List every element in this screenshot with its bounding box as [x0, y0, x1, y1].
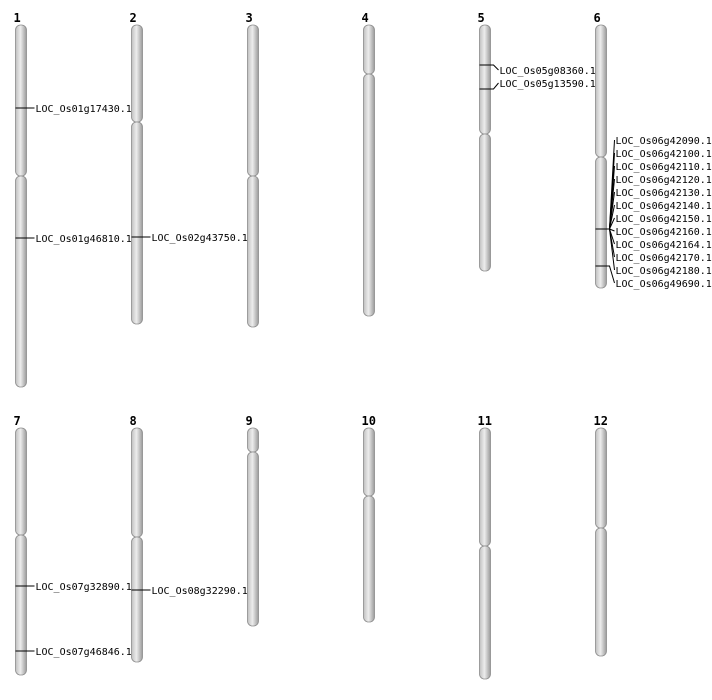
- gene-marker-loc-os02g43750-1: LOC_Os02g43750.1: [131, 233, 248, 244]
- gene-label: LOC_Os06g42180.1: [616, 266, 712, 277]
- gene-marker-loc-os08g32290-1: LOC_Os08g32290.1: [131, 586, 248, 597]
- chromosome-6: 6LOC_Os06g42090.1LOC_Os06g42100.1LOC_Os0…: [594, 11, 712, 290]
- chromosome-11-label: 11: [478, 414, 492, 428]
- chromosome-4-q-arm: [363, 73, 375, 317]
- chromosome-11-q-arm: [479, 545, 491, 680]
- gene-label: LOC_Os06g42170.1: [616, 253, 712, 264]
- gene-label: LOC_Os06g49690.1: [616, 279, 712, 290]
- chromosome-4: 4: [362, 11, 375, 317]
- chromosome-9: 9: [246, 414, 259, 627]
- chromosome-12-p-arm: [595, 427, 607, 529]
- gene-leader: [606, 265, 615, 284]
- chromosome-3: 3: [246, 11, 259, 328]
- gene-leader: [490, 82, 499, 90]
- chromosome-4-p-arm: [363, 24, 375, 75]
- chromosome-2-p-arm: [131, 24, 143, 123]
- chromosome-7-p-arm: [15, 427, 27, 536]
- chromosome-10: 10: [362, 414, 376, 623]
- gene-label: LOC_Os06g42160.1: [616, 227, 712, 238]
- chromosome-9-q-arm: [247, 451, 259, 627]
- chromosome-3-p-arm: [247, 24, 259, 177]
- chromosome-10-p-arm: [363, 427, 375, 497]
- gene-marker-loc-os06g42180-1: LOC_Os06g42180.1: [595, 228, 712, 277]
- chromosome-10-label: 10: [362, 414, 376, 428]
- gene-label: LOC_Os01g17430.1: [36, 104, 132, 115]
- chromosome-3-q-arm: [247, 175, 259, 328]
- gene-marker-loc-os01g17430-1: LOC_Os01g17430.1: [15, 104, 132, 115]
- chromosome-11-p-arm: [479, 427, 491, 547]
- chromosome-12-label: 12: [594, 414, 608, 428]
- gene-label: LOC_Os06g42130.1: [616, 188, 712, 199]
- chromosome-8-p-arm: [131, 427, 143, 538]
- chromosome-6-q-arm: [595, 156, 607, 289]
- chromosome-1-label: 1: [14, 11, 21, 25]
- chromosome-6-p-arm: [595, 24, 607, 158]
- gene-label: LOC_Os01g46810.1: [36, 234, 132, 245]
- chromosome-2-label: 2: [130, 11, 137, 25]
- gene-label: LOC_Os05g13590.1: [500, 79, 596, 90]
- gene-label: LOC_Os06g42100.1: [616, 149, 712, 160]
- gene-label: LOC_Os07g46846.1: [36, 647, 132, 658]
- chromosome-8-q-arm: [131, 536, 143, 663]
- gene-label: LOC_Os07g32890.1: [36, 582, 132, 593]
- gene-leader: [490, 64, 499, 71]
- chromosome-12: 12: [594, 414, 608, 657]
- chromosome-5-q-arm: [479, 133, 491, 272]
- gene-marker-loc-os05g13590-1: LOC_Os05g13590.1: [479, 79, 596, 90]
- chromosome-1-p-arm: [15, 24, 27, 177]
- chromosome-7-q-arm: [15, 534, 27, 676]
- chromosome-1-q-arm: [15, 175, 27, 388]
- chromosome-7-label: 7: [14, 414, 21, 428]
- gene-label: LOC_Os06g42140.1: [616, 201, 712, 212]
- chromosome-12-q-arm: [595, 527, 607, 657]
- gene-label: LOC_Os06g42120.1: [616, 175, 712, 186]
- gene-label: LOC_Os06g42150.1: [616, 214, 712, 225]
- gene-leader: [606, 228, 615, 271]
- gene-label: LOC_Os05g08360.1: [500, 66, 596, 77]
- gene-marker-loc-os07g46846-1: LOC_Os07g46846.1: [15, 647, 132, 658]
- chromosome-9-label: 9: [246, 414, 253, 428]
- gene-marker-loc-os06g42160-1: LOC_Os06g42160.1: [595, 227, 712, 238]
- chromosome-5-label: 5: [478, 11, 485, 25]
- chromosome-9-p-arm: [247, 427, 259, 453]
- gene-label: LOC_Os06g42090.1: [616, 136, 712, 147]
- gene-label: LOC_Os02g43750.1: [152, 233, 248, 244]
- chromosome-11: 11: [478, 414, 492, 680]
- chromosome-8-label: 8: [130, 414, 137, 428]
- chromosome-2-q-arm: [131, 121, 143, 325]
- gene-label: LOC_Os06g42110.1: [616, 162, 712, 173]
- chromosome-4-label: 4: [362, 11, 369, 25]
- chromosome-5-p-arm: [479, 24, 491, 135]
- chromosome-3-label: 3: [246, 11, 253, 25]
- gene-marker-loc-os06g49690-1: LOC_Os06g49690.1: [595, 265, 712, 290]
- chromosome-6-label: 6: [594, 11, 601, 25]
- chromosome-10-q-arm: [363, 495, 375, 623]
- gene-marker-loc-os05g08360-1: LOC_Os05g08360.1: [479, 64, 596, 77]
- gene-label: LOC_Os08g32290.1: [152, 586, 248, 597]
- gene-marker-loc-os07g32890-1: LOC_Os07g32890.1: [15, 582, 132, 593]
- gene-marker-loc-os01g46810-1: LOC_Os01g46810.1: [15, 234, 132, 245]
- gene-label: LOC_Os06g42164.1: [616, 240, 712, 251]
